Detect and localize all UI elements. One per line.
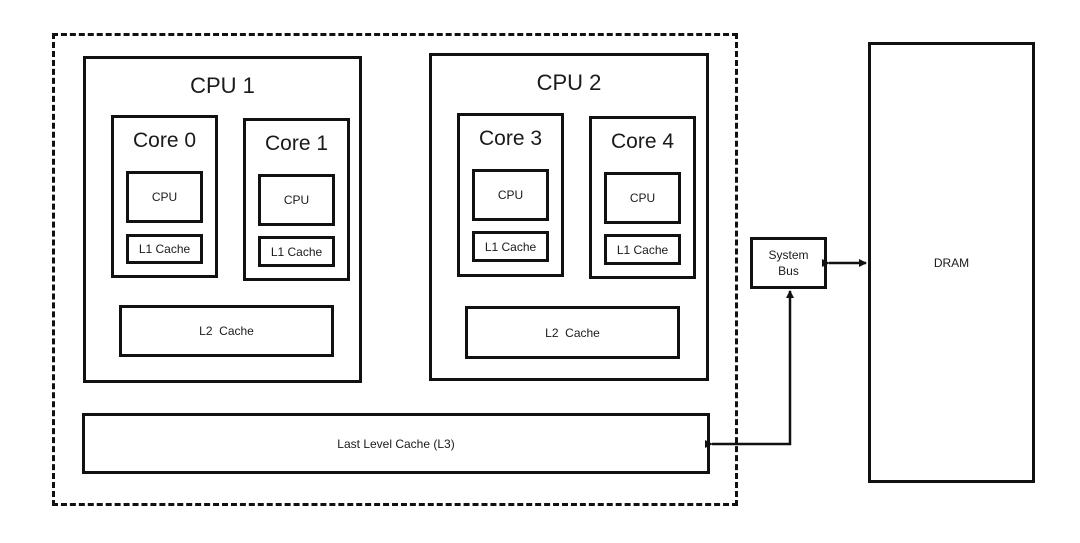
system-bus-box: System Bus	[750, 237, 827, 289]
core-0-cpu-unit: CPU	[126, 171, 203, 223]
system-bus-label-line2: Bus	[778, 264, 799, 278]
core-1-l1-cache: L1 Cache	[258, 236, 335, 267]
l3-to-system-bus-connector	[705, 290, 794, 448]
dram-box: DRAM	[868, 42, 1035, 483]
cpu-2-l2-cache: L2 Cache	[465, 306, 680, 359]
core-3-l1-cache: L1 Cache	[472, 231, 549, 262]
cpu-2-label: CPU 2	[536, 70, 602, 95]
core-4-cpu-unit: CPU	[604, 172, 681, 224]
core-1-cpu-unit: CPU	[258, 174, 335, 226]
core-3-label: Core 3	[478, 127, 543, 150]
cpu-1-label: CPU 1	[190, 73, 255, 98]
last-level-cache-l3: Last Level Cache (L3)	[82, 413, 710, 474]
core-0-label: Core 0	[132, 129, 197, 152]
system-bus-label-line1: System	[768, 248, 809, 262]
core-1-label: Core 1	[264, 132, 329, 155]
core-4-label: Core 4	[610, 130, 675, 153]
core-0-l1-cache: L1 Cache	[126, 234, 203, 264]
cpu-1-l2-cache: L2 Cache	[119, 305, 334, 357]
core-4-l1-cache: L1 Cache	[604, 234, 681, 265]
core-3-cpu-unit: CPU	[472, 169, 549, 221]
processor-package-boundary	[52, 33, 738, 506]
